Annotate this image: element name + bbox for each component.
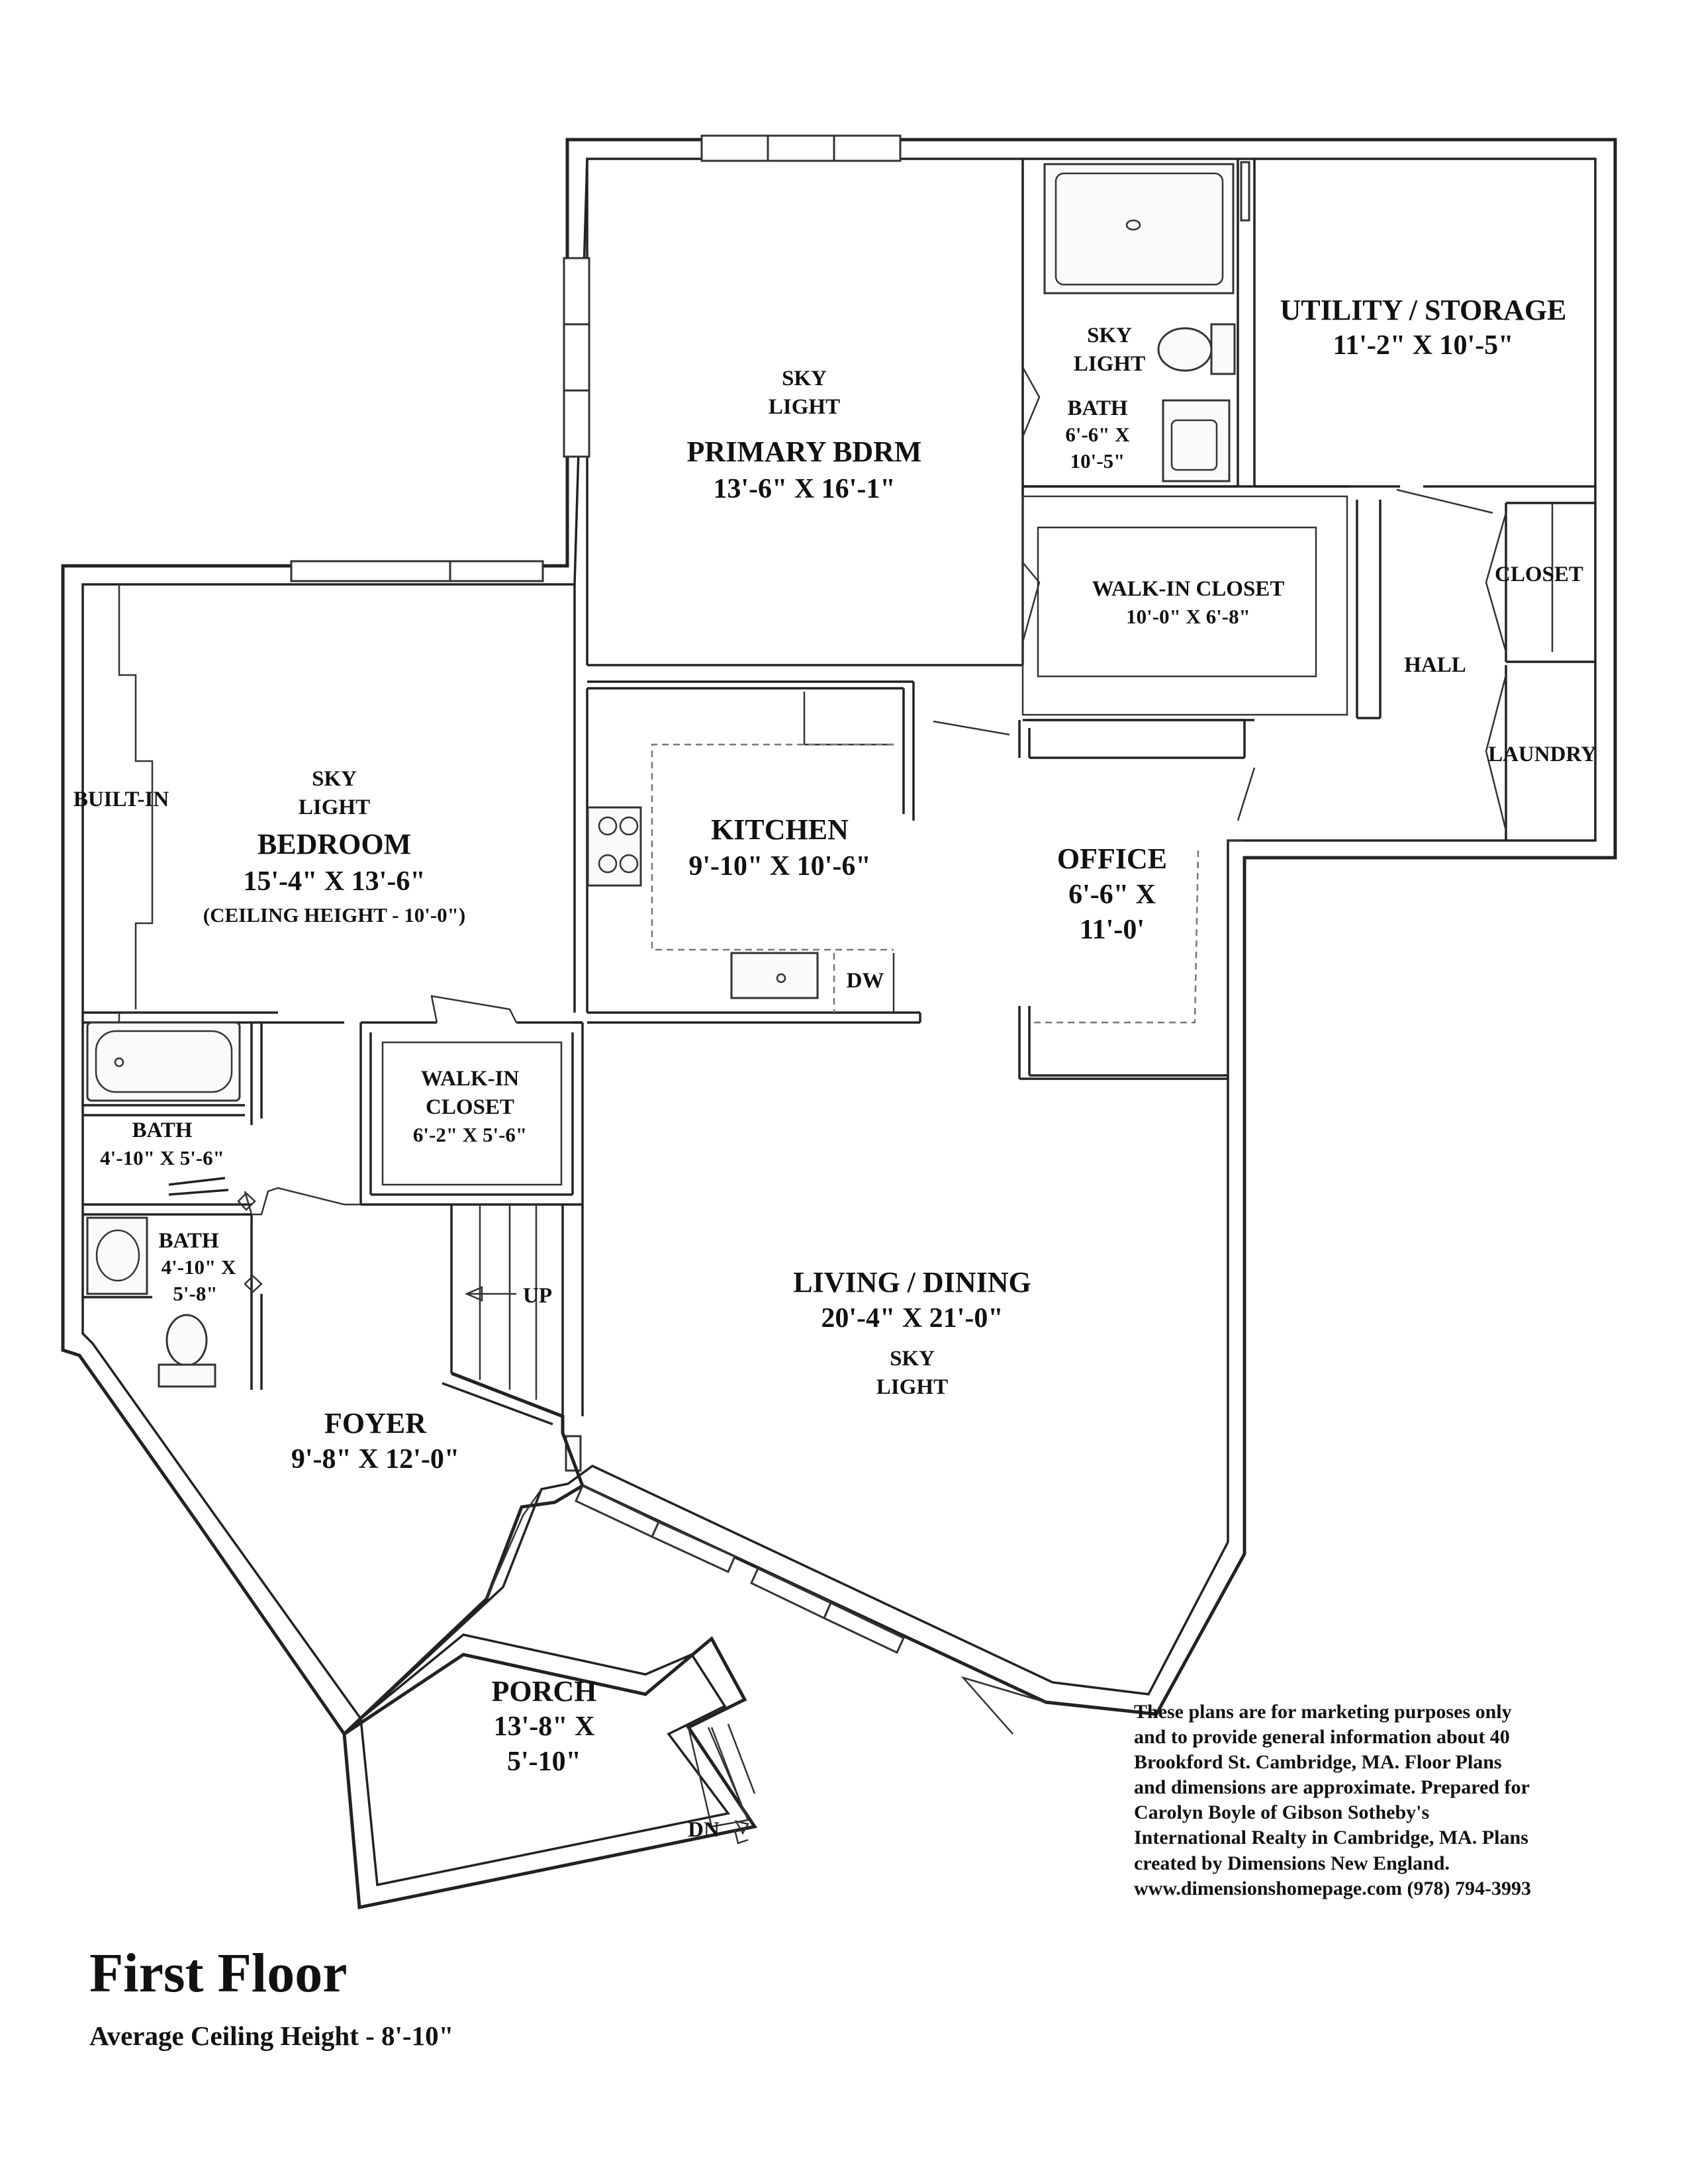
kitchen-walls xyxy=(586,680,921,1024)
bath-primary-fixtures xyxy=(1043,161,1250,482)
hall-name: HALL xyxy=(1404,653,1466,677)
office-hall-walls xyxy=(1018,719,1246,1080)
walkin-bed-name-2: CLOSET xyxy=(426,1095,514,1119)
floor-title: First Floor xyxy=(89,1942,348,2004)
porch-name: PORCH xyxy=(492,1675,597,1707)
title-block: First Floor Average Ceiling Height - 8'-… xyxy=(89,1946,453,2052)
bedroom-skylight-1: SKY xyxy=(312,767,357,791)
disclaimer-line: and to provide general information about… xyxy=(1134,1726,1510,1749)
stair-up xyxy=(450,1021,584,1472)
foyer-name: FOYER xyxy=(324,1407,427,1439)
porch-dims-1: 13'-8" X xyxy=(494,1711,595,1742)
office-dims-1: 6'-6" X xyxy=(1068,880,1156,910)
bath-primary-name: BATH xyxy=(1067,396,1127,420)
builtin-name: BUILT-IN xyxy=(73,788,169,811)
primary-bdrm-dims: 13'-6" X 16'-1" xyxy=(713,474,895,504)
disclaimer-line: International Realty in Cambridge, MA. P… xyxy=(1134,1827,1528,1849)
living-skylight-2: LIGHT xyxy=(876,1375,948,1399)
bedroom-name: BEDROOM xyxy=(258,828,411,860)
walkin-bed-name-1: WALK-IN xyxy=(421,1067,520,1091)
living-dims: 20'-4" X 21'-0" xyxy=(821,1303,1003,1334)
bath-skylight-1: SKY xyxy=(1087,324,1132,347)
walkin-primary-dims: 10'-0" X 6'-8" xyxy=(1126,605,1250,628)
kitchen-name: KITCHEN xyxy=(711,813,849,846)
bath1-dims: 4'-10" X 5'-6" xyxy=(100,1146,224,1169)
walkin-primary-name: WALK-IN CLOSET xyxy=(1092,577,1285,601)
porch-stair-dn-label: DN xyxy=(688,1818,720,1842)
utility-name: UTILITY / STORAGE xyxy=(1280,294,1567,326)
bedroom-walls xyxy=(83,584,584,1390)
kitchen-dims: 9'-10" X 10'-6" xyxy=(688,851,870,882)
disclaimer: These plans are for marketing purposes o… xyxy=(1134,1700,1650,1901)
bedroom-ceiling-note: (CEILING HEIGHT - 10'-0") xyxy=(203,903,465,927)
bedroom-bath-fixtures xyxy=(86,1021,241,1388)
bath2-dims-1: 4'-10" X xyxy=(162,1255,236,1279)
door-swings-primary xyxy=(933,367,1507,831)
windows xyxy=(290,134,905,1655)
dishwasher-label: DW xyxy=(847,969,884,993)
disclaimer-line: These plans are for marketing purposes o… xyxy=(1134,1701,1512,1723)
foyer-dims: 9'-8" X 12'-0" xyxy=(291,1444,459,1475)
living-skylight-1: SKY xyxy=(890,1347,935,1371)
disclaimer-line: created by Dimensions New England. xyxy=(1134,1852,1450,1874)
primary-bdrm-name: PRIMARY BDRM xyxy=(687,435,922,468)
primary-skylight-1: SKY xyxy=(782,367,827,390)
room-labels: SKY LIGHT PRIMARY BDRM 13'-6" X 16'-1" S… xyxy=(73,294,1597,1842)
bath2-dims-2: 5'-8" xyxy=(173,1282,217,1305)
porch-dims-2: 5'-10" xyxy=(507,1747,581,1777)
office-dims-2: 11'-0' xyxy=(1080,915,1145,945)
walkin-bed-dims: 6'-2" X 5'-6" xyxy=(413,1123,527,1146)
stair-up-label: UP xyxy=(523,1284,552,1308)
closet-name: CLOSET xyxy=(1495,563,1583,586)
disclaimer-line: Carolyn Boyle of Gibson Sotheby's xyxy=(1134,1801,1430,1824)
bath-primary-dims-1: 6'-6" X xyxy=(1065,423,1130,446)
laundry-name: LAUNDRY xyxy=(1488,743,1597,766)
disclaimer-line: and dimensions are approximate. Prepared… xyxy=(1134,1776,1530,1799)
office-name: OFFICE xyxy=(1057,842,1167,875)
bedroom-skylight-2: LIGHT xyxy=(299,796,370,819)
utility-dims: 11'-2" X 10'-5" xyxy=(1333,330,1514,361)
living-name: LIVING / DINING xyxy=(793,1266,1031,1298)
exterior-walls xyxy=(61,138,1617,1910)
bedroom-dims: 15'-4" X 13'-6" xyxy=(243,866,425,897)
primary-skylight-2: LIGHT xyxy=(769,395,840,419)
bath1-name: BATH xyxy=(132,1118,192,1142)
foyer-porch-walls xyxy=(442,1371,1047,1844)
bath2-name: BATH xyxy=(158,1229,218,1253)
bath-skylight-2: LIGHT xyxy=(1074,352,1145,376)
average-ceiling-height: Average Ceiling Height - 8'-10" xyxy=(89,2021,454,2051)
disclaimer-line: www.dimensionshomepage.com (978) 794-399… xyxy=(1134,1877,1531,1899)
disclaimer-line: Brookford St. Cambridge, MA. Floor Plans xyxy=(1134,1751,1502,1774)
bath-primary-dims-2: 10'-5" xyxy=(1070,449,1125,473)
